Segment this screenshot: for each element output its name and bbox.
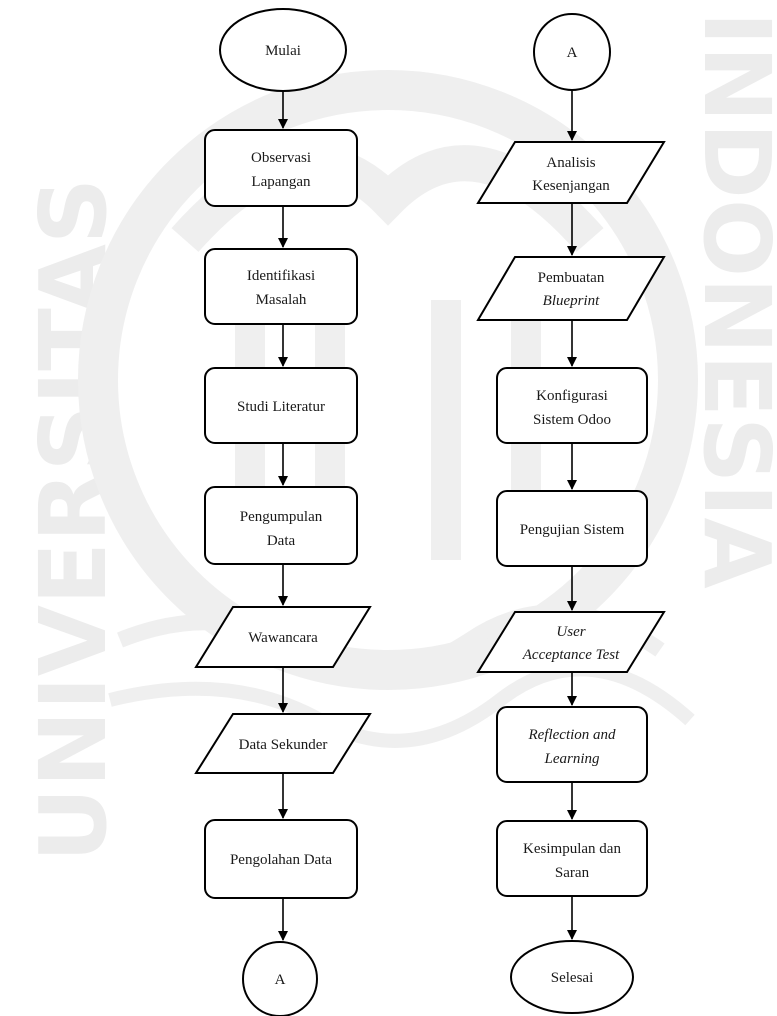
start-label: Mulai	[265, 43, 301, 59]
left-column: Mulai Observasi Lapangan Identifikasi Ma…	[194, 8, 372, 1016]
step-label-line: Masalah	[256, 292, 307, 308]
end-node: Selesai	[510, 940, 634, 1014]
step-label-line: Blueprint	[543, 293, 600, 309]
connector-circle	[242, 941, 318, 1016]
step-reflection: Reflection and Learning	[496, 706, 648, 783]
process-box	[496, 706, 648, 783]
process-box	[496, 820, 648, 897]
end-label: Selesai	[551, 970, 594, 986]
step-label-line: Pengumpulan	[240, 509, 323, 525]
step-label-line: Data	[267, 533, 296, 549]
data-parallelogram	[476, 611, 666, 673]
process-box	[204, 486, 358, 565]
step-label-line: Analisis	[546, 155, 595, 171]
step-uat: User Acceptance Test	[476, 611, 666, 673]
step-label-line: Pengujian Sistem	[520, 522, 625, 538]
step-pengolahan: Pengolahan Data	[204, 819, 358, 899]
step-label-line: Learning	[543, 751, 600, 767]
step-konfigurasi: Konfigurasi Sistem Odoo	[496, 367, 648, 444]
data-parallelogram	[194, 713, 372, 774]
step-sekunder: Data Sekunder	[194, 713, 372, 774]
step-studi: Studi Literatur	[204, 367, 358, 444]
watermark: UNIVERSITAS INDONESIA	[20, 11, 777, 862]
step-label-line: Data Sekunder	[239, 737, 328, 753]
connector-circle	[533, 13, 611, 91]
step-label-line: Kesimpulan dan	[523, 841, 621, 857]
step-label-line: Konfigurasi	[536, 388, 608, 404]
process-box	[496, 490, 648, 567]
process-box	[204, 819, 358, 899]
step-label-line: Saran	[555, 865, 590, 881]
step-label-line: Pengolahan Data	[230, 852, 332, 868]
end-terminator	[510, 940, 634, 1014]
step-kesimpulan: Kesimpulan dan Saran	[496, 820, 648, 897]
process-box	[496, 367, 648, 444]
step-label-line: Sistem Odoo	[533, 412, 611, 428]
step-label-line: Reflection and	[527, 727, 616, 743]
step-label-line: User	[556, 624, 585, 640]
step-label-line: Acceptance Test	[522, 647, 620, 663]
step-label-line: Identifikasi	[247, 268, 315, 284]
step-label-line: Studi Literatur	[237, 399, 325, 415]
step-blueprint: Pembuatan Blueprint	[476, 256, 666, 321]
data-parallelogram	[476, 256, 666, 321]
watermark-right-text: INDONESIA	[683, 11, 777, 588]
process-box	[204, 248, 358, 325]
process-box	[204, 367, 358, 444]
data-parallelogram	[476, 141, 666, 204]
step-identifikasi: Identifikasi Masalah	[204, 248, 358, 325]
step-label-line: Wawancara	[248, 630, 318, 646]
data-parallelogram	[194, 606, 372, 668]
step-observasi: Observasi Lapangan	[204, 129, 358, 207]
step-label-line: Observasi	[251, 150, 311, 166]
start-node: Mulai	[219, 8, 347, 92]
step-label-line: Lapangan	[251, 174, 311, 190]
right-column: A Analisis Kesenjangan Pembuatan Bluepri…	[476, 13, 666, 1014]
step-label-line: Kesenjangan	[532, 178, 610, 194]
step-pengujian: Pengujian Sistem	[496, 490, 648, 567]
connectors	[278, 91, 577, 941]
offpage-connector-left: A	[242, 941, 318, 1016]
start-terminator	[219, 8, 347, 92]
connector-label: A	[275, 972, 286, 988]
step-analisis: Analisis Kesenjangan	[476, 141, 666, 204]
offpage-connector-right: A	[533, 13, 611, 91]
process-box	[204, 129, 358, 207]
step-label-line: Pembuatan	[538, 270, 605, 286]
step-wawancara: Wawancara	[194, 606, 372, 668]
step-pengumpulan: Pengumpulan Data	[204, 486, 358, 565]
connector-label: A	[567, 45, 578, 61]
